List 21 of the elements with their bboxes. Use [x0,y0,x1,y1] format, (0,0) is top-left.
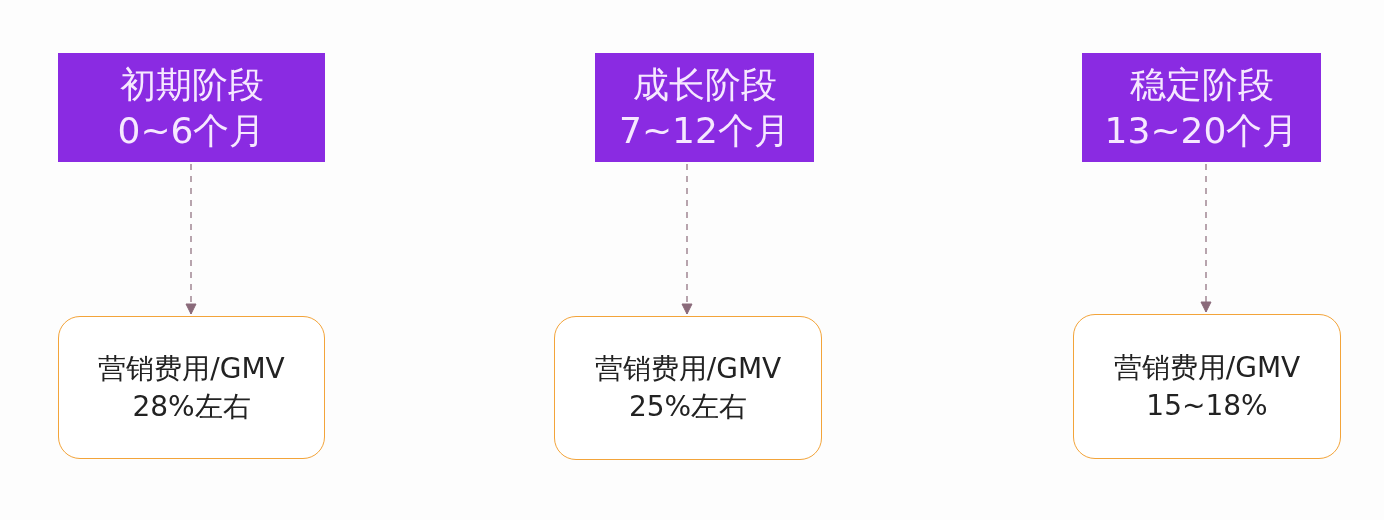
duration-text: 7~12个月 [619,108,790,153]
stage-title: 稳定阶段 [1129,62,1274,107]
metric-value: 25%左右 [628,389,748,425]
stage-title: 成长阶段 [632,62,777,107]
metric-box [1073,314,1341,459]
metric-label: 营销费用/GMV [98,350,285,387]
metric-label: 营销费用/GMV [594,351,782,387]
metric-box [58,316,325,459]
stage-box [58,53,325,162]
dashed-arrow [681,163,693,315]
stage-title: 初期阶段 [119,62,264,107]
dashed-arrow [1200,163,1212,313]
metric-label: 营销费用/GMV [1113,349,1301,386]
stage-box [1082,53,1321,162]
stage-box [595,53,814,162]
metric-value: 28%左右 [132,388,251,425]
dashed-arrow [185,163,197,315]
metric-box [554,316,822,460]
duration-text: 0~6个月 [117,108,266,153]
duration-text: 13~20个月 [1104,108,1299,153]
metric-value: 15~18% [1146,387,1268,424]
